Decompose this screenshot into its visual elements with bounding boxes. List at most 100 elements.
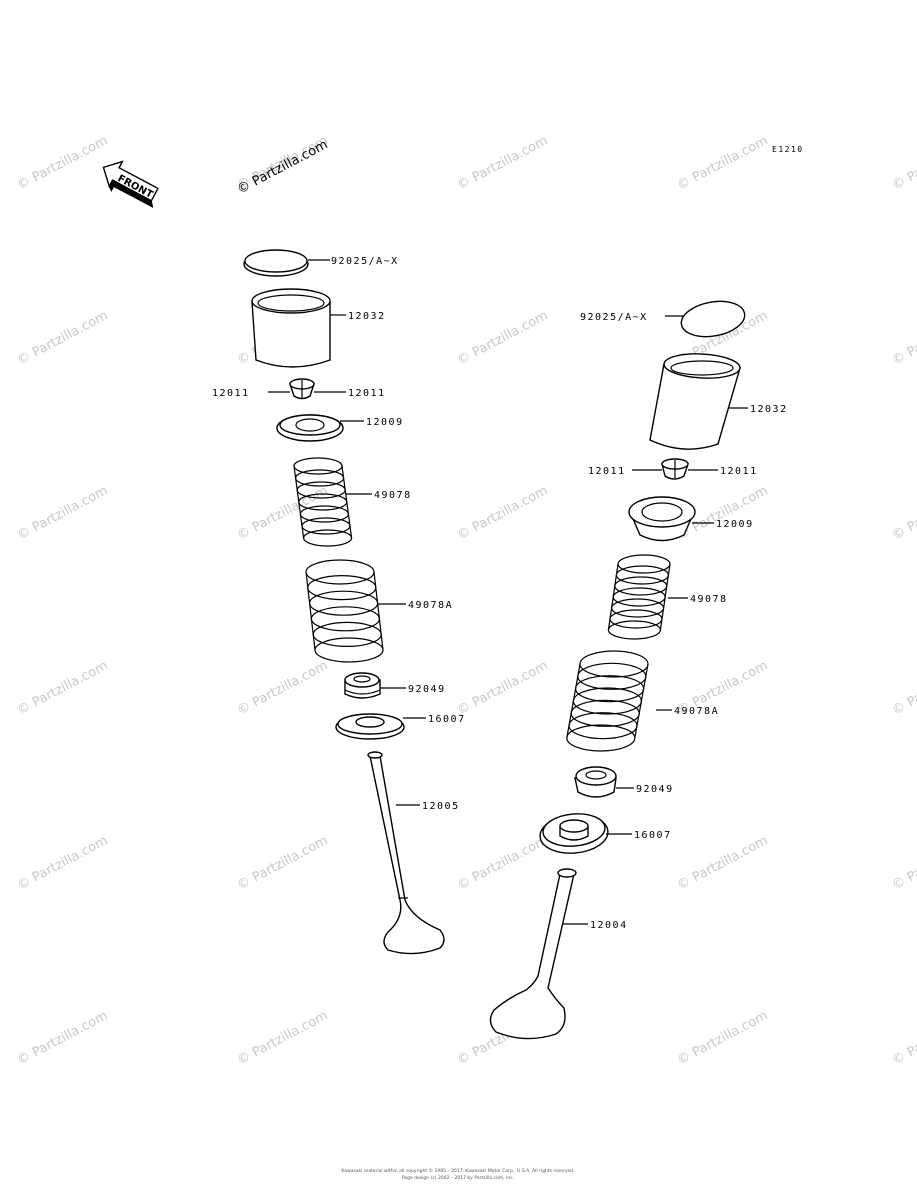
spring-coil [566,724,636,752]
spring-coil [615,565,670,585]
spring-coil [572,687,643,715]
footer-design: Page design (c) 2002 – 2017 by Partzilla… [402,1175,514,1181]
watermark-text: © Partzilla.com [235,483,331,543]
watermark-text: © Partzilla.com [455,308,551,368]
part-label[interactable]: 12032 [750,404,788,415]
watermark-text: © Partzilla.com [235,833,331,893]
inner-spring-left [293,457,353,547]
stem-seal-right [574,766,617,798]
part-label[interactable]: 12004 [590,920,628,931]
footer-copyright: Kawasaki material within all copyright ©… [341,1167,574,1174]
leader-lines [268,259,748,925]
spring-coil [577,662,647,690]
watermark-text: © Partzilla.com [675,133,771,193]
part-labels: 92025/A~X 12032 12011 12011 12009 49078 … [212,256,788,931]
spring-edge [634,663,649,739]
part-label[interactable]: 12009 [716,519,754,530]
spring-coil [610,598,665,618]
watermark-layer: © Partzilla.com © Partzilla.com © Partzill… [15,133,917,1068]
spring-coil [309,590,379,616]
watermark-text: © Partzilla.com [235,658,331,718]
part-label[interactable]: 12011 [588,466,626,477]
spring-coil [568,712,638,740]
watermark-text: © Partzilla.com [890,833,917,893]
intake-valve-right [489,868,577,1040]
spring-coil [305,559,375,585]
part-label[interactable]: 12011 [720,466,758,477]
watermark-text: © Partzilla.com [890,133,917,193]
left-valve-assembly [243,249,445,955]
part-label[interactable]: 49078 [690,594,728,605]
shim-left [243,249,309,277]
spring-coil [574,675,645,703]
part-label[interactable]: 92025/A~X [580,312,648,323]
part-label[interactable]: 12032 [348,311,386,322]
spring-seat-right [539,813,609,854]
part-label[interactable]: 12009 [366,417,404,428]
front-arrow-icon: FRONT [102,160,159,208]
outer-spring-left [305,559,384,663]
part-label[interactable]: 92025/A~X [331,256,399,267]
spring-edge [341,465,353,539]
watermark-text: © Partzilla.com [455,133,551,193]
spring-edge [607,563,619,631]
watermark-text: © Partzilla.com [15,658,111,718]
watermark-text: © Partzilla.com [890,483,917,543]
watermark-text: © Partzilla.com [15,833,111,893]
part-label[interactable]: 92049 [408,684,446,695]
spring-coil [310,606,380,632]
retainer-left [276,414,344,442]
part-label[interactable]: 16007 [428,714,466,725]
watermark-text: © Partzilla.com [890,308,917,368]
diagram-code: E1210 [772,145,804,154]
tappet-left [251,288,331,368]
retainer-right [628,496,696,542]
spring-coil [609,609,663,629]
watermark-text: © Partzilla.com [455,658,551,718]
watermark-text: © Partzilla.com [890,1008,917,1068]
partzilla-brand: © Partzilla.com [235,137,331,197]
spring-coil [579,650,649,678]
watermark-text: © Partzilla.com [455,483,551,543]
spring-seat-left [335,713,405,740]
watermark-text: © Partzilla.com [15,308,111,368]
watermark-text: © Partzilla.com [675,1008,771,1068]
inner-spring-right [607,554,671,640]
keeper-left [289,378,315,400]
part-label[interactable]: 12011 [212,388,250,399]
keeper-right [661,458,689,480]
spring-edge [293,465,305,539]
spring-coil [614,576,668,596]
watermark-text: © Partzilla.com [455,833,551,893]
part-label[interactable]: 92049 [636,784,674,795]
right-valve-assembly [489,300,746,1040]
part-label[interactable]: 12011 [348,388,386,399]
spring-coil [312,621,382,648]
part-label[interactable]: 12005 [422,801,460,812]
outer-spring-right [566,650,649,752]
watermark-text: © Partzilla.com [15,133,111,193]
spring-edge [373,571,384,651]
spring-coil [307,574,377,601]
exhaust-valve-left [367,751,445,955]
watermark-text: © Partzilla.com [235,1008,331,1068]
watermark-text: © Partzilla.com [15,483,111,543]
spring-edge [566,663,581,739]
part-label[interactable]: 49078A [674,706,719,717]
tappet-right [649,353,741,450]
part-label[interactable]: 49078 [374,490,412,501]
spring-coil [607,620,662,640]
spring-edge [305,571,316,651]
spring-coil [314,637,384,663]
part-label[interactable]: 16007 [634,830,672,841]
shim-right [680,300,746,338]
part-label[interactable]: 49078A [408,600,453,611]
spring-coil [570,699,640,727]
spring-edge [659,563,671,631]
spring-coil [612,587,666,607]
stem-seal-left [344,672,381,699]
watermark-text: © Partzilla.com [890,658,917,718]
spring-coil [303,529,353,547]
